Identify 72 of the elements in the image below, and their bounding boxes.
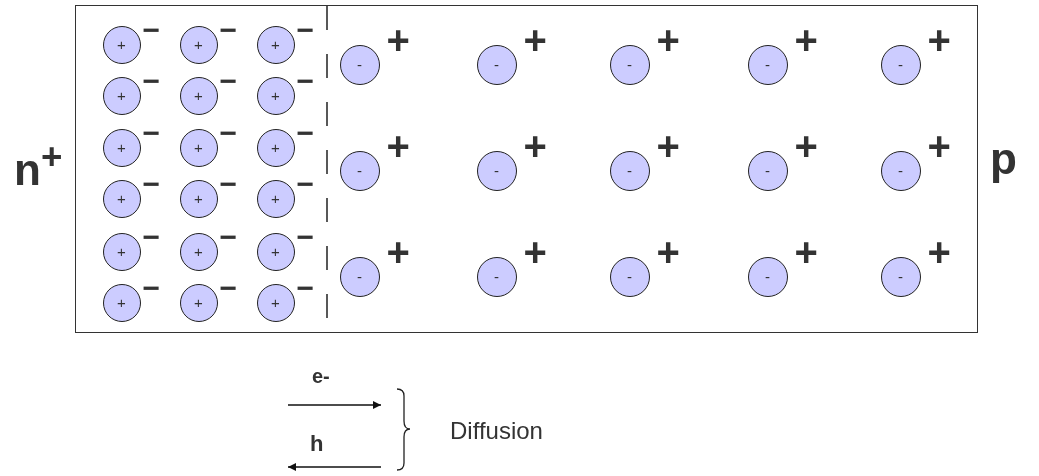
ion-circle: - — [609, 150, 650, 191]
carrier-label: e- — [312, 365, 330, 387]
ion-circle: - — [880, 256, 921, 297]
ion-circle: + — [256, 283, 295, 322]
ion-circle: + — [179, 232, 218, 271]
ion-circle: + — [102, 76, 141, 115]
ion-circle: + — [256, 25, 295, 64]
ion-circle: + — [256, 76, 295, 115]
ion-circle: + — [179, 25, 218, 64]
charge-sign: + — [794, 19, 818, 60]
charge-sign: + — [523, 231, 547, 272]
charge-sign: − — [219, 272, 238, 303]
ion-circle: - — [339, 44, 380, 85]
charge-sign: − — [219, 168, 238, 199]
ion-circle: + — [102, 128, 141, 167]
charge-sign: + — [927, 231, 951, 272]
charge-sign: − — [296, 14, 315, 45]
ion-circle: - — [880, 44, 921, 85]
charge-sign: − — [296, 168, 315, 199]
charge-sign: − — [296, 65, 315, 96]
diffusion-label: Diffusion — [450, 418, 543, 445]
charge-sign: + — [523, 125, 547, 166]
region-label: n$^{+}$ — [14, 137, 63, 195]
charge-sign: − — [296, 272, 315, 303]
ion-circle: + — [179, 179, 218, 218]
charge-sign: − — [142, 168, 161, 199]
charge-sign: − — [142, 272, 161, 303]
ion-circle: + — [102, 283, 141, 322]
ion-circle: + — [102, 232, 141, 271]
charge-sign: − — [219, 117, 238, 148]
charge-sign: + — [386, 19, 410, 60]
charge-sign: + — [794, 231, 818, 272]
charge-sign: + — [386, 125, 410, 166]
junction-box — [75, 5, 978, 333]
ion-circle: - — [747, 44, 788, 85]
ion-circle: - — [747, 150, 788, 191]
ion-circle: + — [179, 76, 218, 115]
charge-sign: + — [656, 19, 680, 60]
region-label: p — [990, 135, 1017, 184]
ion-circle: + — [256, 128, 295, 167]
charge-sign: − — [296, 221, 315, 252]
ion-circle: + — [179, 283, 218, 322]
ion-circle: - — [476, 44, 517, 85]
ion-circle: + — [256, 179, 295, 218]
charge-sign: − — [219, 221, 238, 252]
ion-circle: - — [476, 150, 517, 191]
carrier-label: h — [310, 432, 324, 457]
charge-sign: − — [219, 65, 238, 96]
charge-sign: + — [927, 19, 951, 60]
charge-sign: − — [142, 14, 161, 45]
ion-circle: - — [880, 150, 921, 191]
ion-circle: - — [339, 256, 380, 297]
charge-sign: + — [656, 231, 680, 272]
charge-sign: + — [523, 19, 547, 60]
charge-sign: − — [219, 14, 238, 45]
ion-circle: + — [102, 179, 141, 218]
charge-sign: + — [386, 231, 410, 272]
ion-circle: - — [747, 256, 788, 297]
charge-sign: − — [142, 221, 161, 252]
ion-circle: + — [102, 25, 141, 64]
charge-sign: − — [142, 65, 161, 96]
ion-circle: - — [339, 150, 380, 191]
ion-circle: - — [609, 256, 650, 297]
charge-sign: + — [927, 125, 951, 166]
charge-sign: − — [142, 117, 161, 148]
charge-sign: − — [296, 117, 315, 148]
ion-circle: + — [179, 128, 218, 167]
ion-circle: + — [256, 232, 295, 271]
ion-circle: - — [609, 44, 650, 85]
charge-sign: + — [794, 125, 818, 166]
charge-sign: + — [656, 125, 680, 166]
ion-circle: - — [476, 256, 517, 297]
